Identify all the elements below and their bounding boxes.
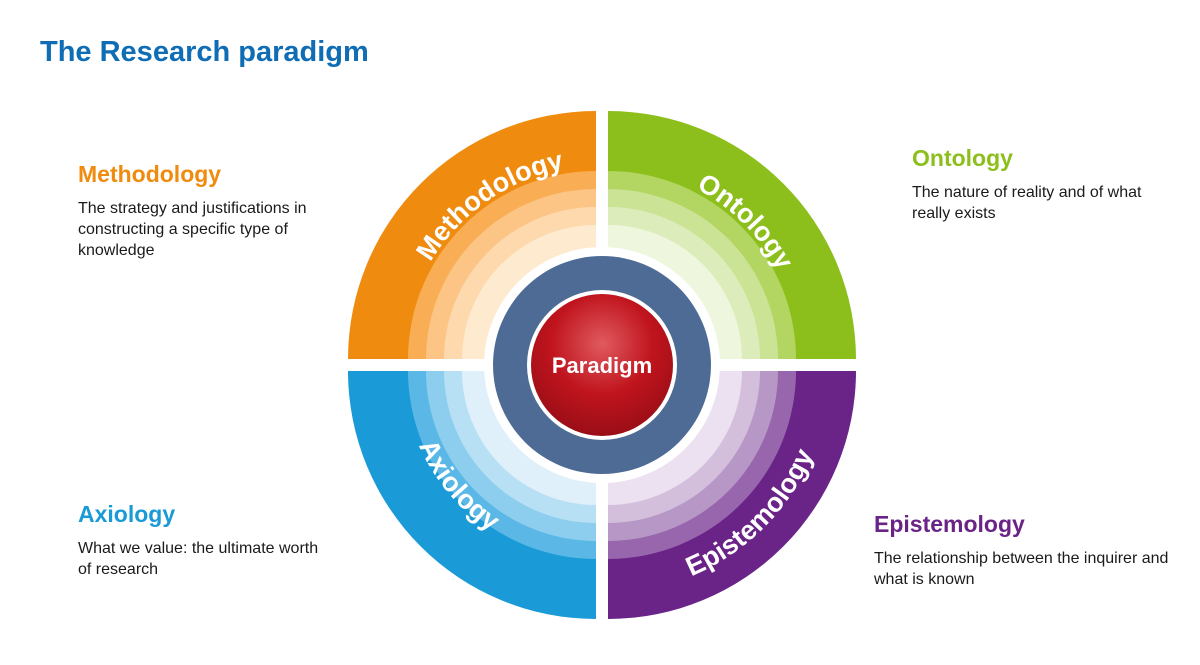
axiology-heading: Axiology: [78, 501, 176, 527]
methodology-description: The strategy and justifications in const…: [78, 200, 307, 259]
paradigm-wheel-diagram: Methodology Ontology Axiology Epistemolo…: [348, 111, 856, 619]
epistemology-description-block: Epistemology The relationship between th…: [874, 511, 1184, 590]
methodology-description-block: Methodology The strategy and justificati…: [78, 161, 328, 261]
center-label: Paradigm: [552, 353, 652, 378]
ontology-heading: Ontology: [912, 145, 1013, 171]
ontology-description: The nature of reality and of what really…: [912, 184, 1142, 222]
epistemology-heading: Epistemology: [874, 511, 1025, 537]
axiology-description: What we value: the ultimate worth of res…: [78, 540, 319, 578]
center-core: [531, 294, 673, 436]
axiology-description-block: Axiology What we value: the ultimate wor…: [78, 501, 328, 580]
epistemology-description: The relationship between the inquirer an…: [874, 550, 1169, 588]
ontology-description-block: Ontology The nature of reality and of wh…: [912, 145, 1162, 224]
page-title: The Research paradigm: [40, 36, 369, 68]
methodology-heading: Methodology: [78, 161, 222, 187]
